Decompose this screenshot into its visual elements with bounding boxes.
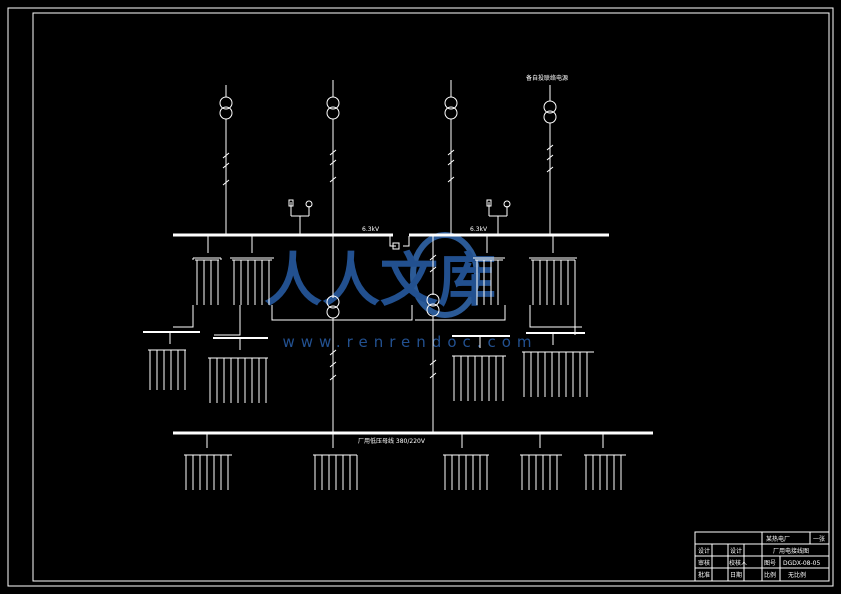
lv-feeder-group-1 [184, 433, 232, 490]
lv-transformer-left [326, 235, 340, 432]
bus-a-voltage-label: 6.3kV [362, 226, 380, 233]
watermark: 人人文库 www.renrendoc.com [264, 232, 537, 351]
title-drawing-title: 厂用电接线图 [773, 547, 809, 555]
inner-frame [32, 12, 830, 582]
incoming-feeder-2 [326, 80, 340, 234]
title-col-drawing-no: 图号 [764, 560, 776, 567]
lv-feeder-group-3 [443, 433, 489, 490]
hv-feeder-group-right-2 [529, 235, 577, 305]
sub-bus-2-feeders [208, 338, 268, 403]
title-col-designer: 设计 [730, 547, 742, 555]
lv-transformer-left-upper [326, 295, 340, 309]
sub-bus-3-feeders [452, 336, 506, 401]
standby-source-label: 备自投联络电源 [526, 74, 568, 82]
lv-feeder-group-5 [584, 433, 626, 490]
lv-bus-label: 厂用低压母线 380/220V [358, 437, 426, 445]
lv-feeder-group-2 [313, 433, 358, 490]
title-block-frame [694, 531, 830, 582]
interconnect-right [415, 305, 582, 335]
lv-feeder-group-4 [520, 433, 562, 490]
title-sheet-tag: 一张 [813, 535, 825, 543]
hv-feeder-group-left-2 [230, 235, 274, 305]
bus-tie-breaker [389, 236, 410, 250]
voltage-transformer-b [486, 199, 511, 234]
sub-bus-1-feeders [148, 332, 186, 390]
title-drawing-number: DGDX-08-05 [783, 560, 820, 567]
title-col-reviewer: 校核人 [729, 559, 747, 567]
title-col-date: 日期 [730, 571, 742, 579]
title-row-approve: 批准 [698, 571, 710, 579]
watermark-url-text: www.renrendoc.com [282, 333, 537, 351]
title-row-check: 审核 [698, 559, 710, 567]
outer-frame [7, 7, 834, 587]
incoming-feeder-4 [543, 85, 557, 234]
interconnect-left [173, 305, 413, 336]
watermark-logo-text: 人人文库 [264, 246, 496, 314]
voltage-transformer-a [288, 199, 313, 234]
title-scale: 无比例 [788, 571, 806, 579]
lv-transformer-right-upper [426, 293, 440, 307]
incoming-feeder-1 [219, 85, 233, 234]
incoming-feeder-3 [444, 80, 458, 234]
sub-bus-4-feeders [522, 333, 594, 397]
hv-feeder-group-right-1 [473, 235, 505, 305]
title-col-scale: 比例 [764, 571, 776, 579]
hv-feeder-group-left-1 [192, 235, 222, 305]
title-plant-name: 某热电厂 [766, 535, 790, 543]
lv-transformer-right [426, 235, 440, 432]
bus-b-voltage-label: 6.3kV [470, 226, 488, 233]
title-row-design: 设计 [698, 547, 710, 555]
